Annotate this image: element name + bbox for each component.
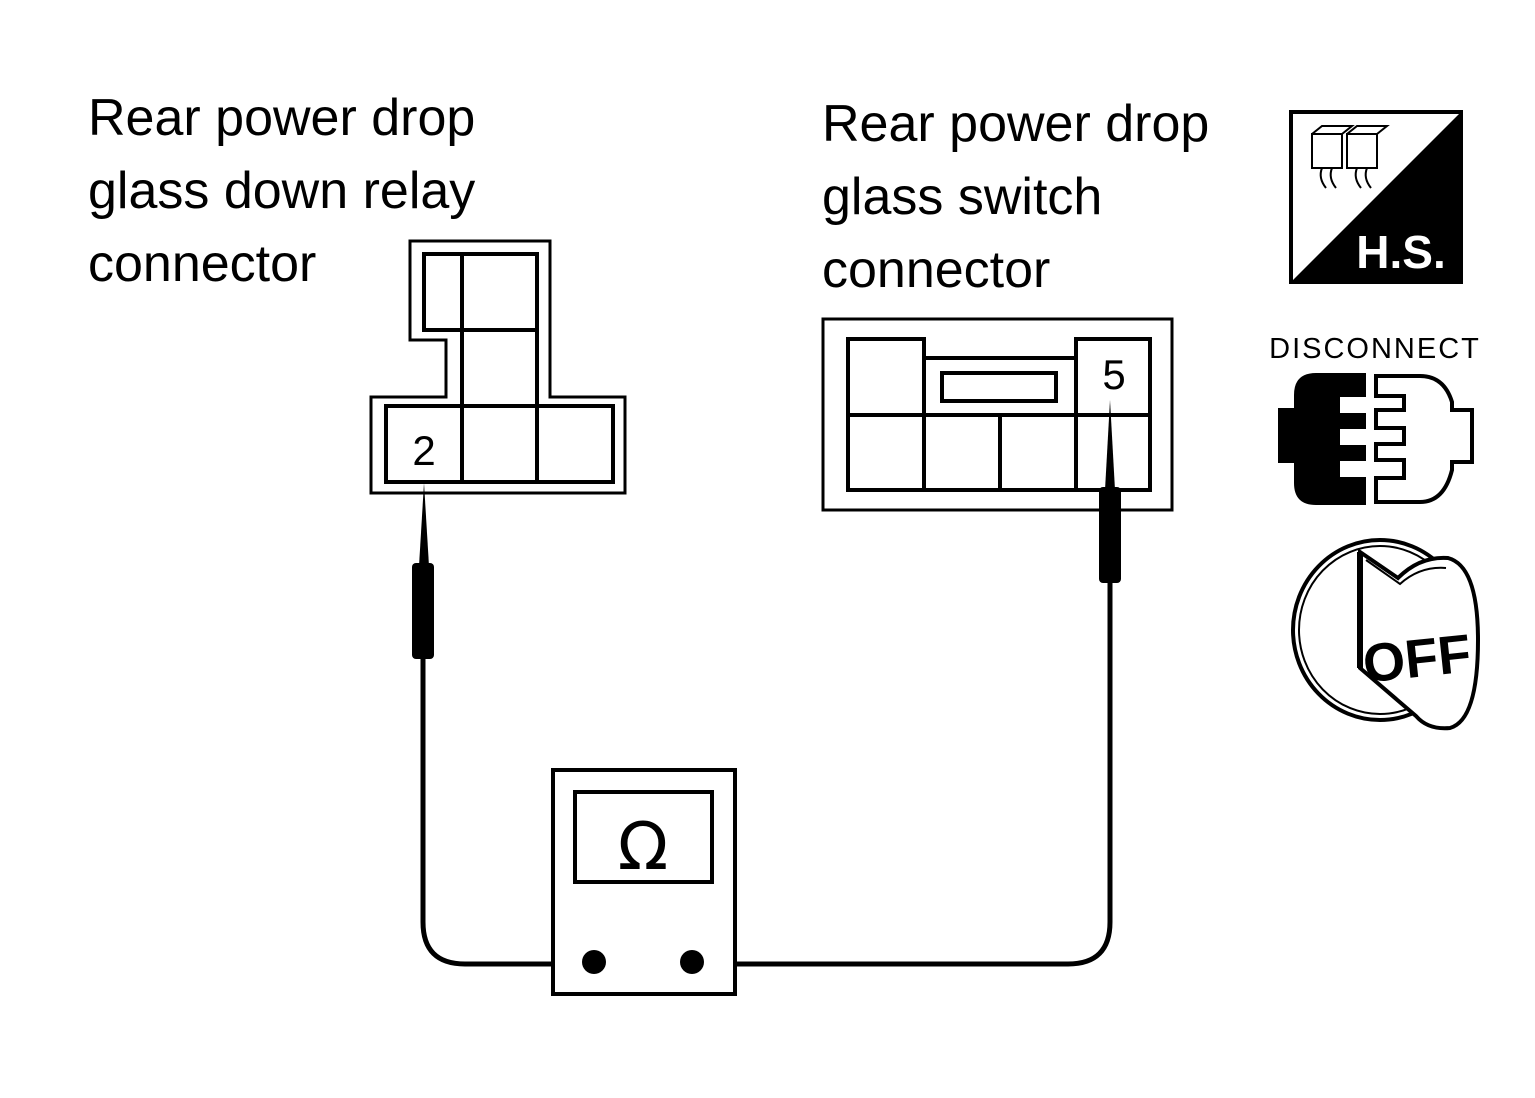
switch-connector-label: Rear power drop glass switch connector: [822, 88, 1209, 307]
left-test-lead: [420, 658, 594, 967]
ohmmeter-terminal-right: [680, 950, 704, 974]
disconnect-label: DISCONNECT: [1269, 333, 1481, 365]
harness-side-icon: H.S.: [1289, 110, 1463, 284]
ignition-off-text: OFF: [1360, 623, 1474, 694]
switch-terminal-5: 5: [1102, 351, 1125, 398]
left-test-probe: [412, 483, 434, 659]
relay-terminal-2: 2: [412, 427, 435, 474]
ohmmeter-terminal-left: [582, 950, 606, 974]
ohm-symbol: Ω: [618, 808, 668, 885]
relay-connector: [369, 239, 627, 495]
relay-label-line-2: glass down relay: [88, 162, 476, 220]
switch-label-line-3: connector: [822, 241, 1051, 299]
relay-label-line-3: connector: [88, 235, 317, 293]
right-test-lead: [692, 582, 1113, 967]
switch-label-line-2: glass switch: [822, 168, 1103, 226]
relay-label-line-1: Rear power drop: [88, 89, 476, 147]
disconnect-icon: [1278, 373, 1474, 505]
switch-label-line-1: Rear power drop: [822, 95, 1210, 153]
relay-connector-label: Rear power drop glass down relay connect…: [88, 82, 475, 301]
ohmmeter: [551, 768, 737, 996]
right-test-probe: [1099, 400, 1121, 583]
harness-side-text: H.S.: [1356, 226, 1445, 278]
ignition-off-icon: OFF: [1291, 538, 1481, 731]
switch-connector: [821, 317, 1174, 512]
